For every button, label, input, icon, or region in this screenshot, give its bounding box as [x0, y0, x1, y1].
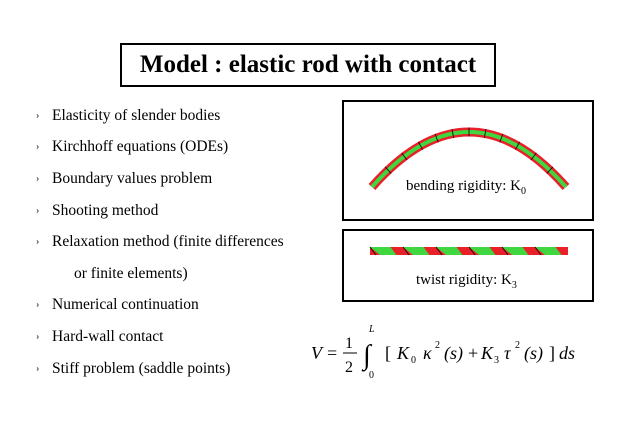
- formula-frac-den: 2: [345, 359, 353, 376]
- formula-arg-s2: (s): [524, 343, 543, 364]
- slide-title: Model : elastic rod with contact: [139, 51, 477, 78]
- formula-upper-limit: L: [368, 324, 375, 335]
- formula-frac-num: 1: [345, 335, 353, 352]
- twist-stripe: [436, 247, 463, 255]
- twist-label-subscript: 3: [511, 280, 517, 291]
- formula-kappa-square: 2: [435, 340, 440, 351]
- bullet-marker: ›: [36, 331, 40, 343]
- twisted-rod-illustration: [369, 246, 568, 256]
- bent-rod-tick: [384, 166, 392, 174]
- twist-stripe: [535, 247, 562, 255]
- bullet-marker: ›: [36, 299, 40, 311]
- formula-k0: K: [396, 343, 410, 363]
- formula-kappa: κ: [423, 343, 432, 363]
- twist-label-text: twist rigidity: K: [416, 272, 512, 288]
- twist-panel: twist rigidity: K3: [342, 229, 594, 302]
- bullet-marker: ›: [36, 363, 40, 375]
- twist-tick: [534, 246, 542, 256]
- twist-tick: [369, 246, 377, 256]
- bending-label-subscript: 0: [521, 186, 526, 197]
- bent-rod-tick: [417, 141, 424, 150]
- bullet-marker: ›: [36, 141, 40, 153]
- bent-rod-tick: [530, 152, 537, 161]
- bent-rod-tick: [401, 152, 408, 161]
- twist-stripe: [502, 247, 529, 255]
- formula-integral: ∫: [361, 340, 373, 372]
- bullet-text: Shooting method: [52, 201, 159, 219]
- twist-stripe: [370, 247, 397, 255]
- bending-panel: bending rigidity: K0: [342, 100, 594, 221]
- formula-tau-square: 2: [515, 340, 520, 351]
- formula-plus: +: [468, 343, 478, 363]
- energy-formula: V = 1 2 ∫ L 0 [ K 0 κ 2 (s) + K 3 τ 2 (s…: [305, 316, 605, 386]
- bending-label-text: bending rigidity: K: [406, 178, 521, 194]
- formula-equals: =: [327, 343, 337, 363]
- bullet-text: or finite elements): [74, 264, 188, 282]
- bullet-text: Boundary values problem: [52, 169, 213, 187]
- bent-rod-tick: [546, 166, 554, 174]
- twist-tick: [468, 246, 476, 256]
- formula-lower-limit: 0: [369, 370, 374, 381]
- bent-rod-illustration: [368, 127, 570, 190]
- bullet-marker: ›: [36, 205, 40, 217]
- bent-rod-tick: [483, 129, 487, 139]
- twist-rigidity-label: twist rigidity: K3: [416, 272, 517, 291]
- bullet-text: Elasticity of slender bodies: [52, 106, 221, 124]
- formula-ds: ds: [559, 343, 575, 363]
- twist-tick: [435, 246, 443, 256]
- twisted-rod-body: [370, 247, 568, 255]
- bullet-text: Relaxation method (finite differences: [52, 233, 284, 251]
- bullet-marker: ›: [36, 173, 40, 185]
- formula-k3-subscript: 3: [494, 355, 499, 366]
- twist-stripe: [403, 247, 430, 255]
- bullet-text: Hard-wall contact: [52, 327, 164, 345]
- twist-tick: [402, 246, 410, 256]
- formula-lhs: V: [311, 343, 324, 363]
- bent-rod-tick: [514, 141, 521, 150]
- formula-tau: τ: [504, 343, 511, 363]
- bullet-marker: ›: [36, 110, 40, 122]
- formula-k3: K: [480, 343, 494, 363]
- twist-stripe: [469, 247, 496, 255]
- bullet-text: Stiff problem (saddle points): [52, 359, 231, 377]
- formula-k0-subscript: 0: [411, 355, 416, 366]
- energy-formula-svg: V = 1 2 ∫ L 0 [ K 0 κ 2 (s) + K 3 τ 2 (s…: [311, 324, 575, 381]
- bullet-text: Numerical continuation: [52, 296, 199, 314]
- twist-tick: [501, 246, 509, 256]
- bending-rigidity-label: bending rigidity: K0: [406, 178, 526, 197]
- title-box: Model : elastic rod with contact: [120, 43, 496, 87]
- bent-rod-tick: [499, 133, 504, 143]
- formula-arg-s1: (s): [444, 343, 463, 364]
- twisted-rod-stripes: [369, 246, 562, 256]
- bent-rod-tick: [434, 133, 439, 143]
- bent-rod-segment-ticks: [384, 127, 554, 174]
- formula-open-bracket: [: [385, 343, 391, 363]
- formula-close-bracket: ]: [549, 343, 555, 363]
- bent-rod-tick: [451, 129, 455, 139]
- bullet-text: Kirchhoff equations (ODEs): [52, 138, 229, 156]
- bullet-marker: ›: [36, 236, 40, 248]
